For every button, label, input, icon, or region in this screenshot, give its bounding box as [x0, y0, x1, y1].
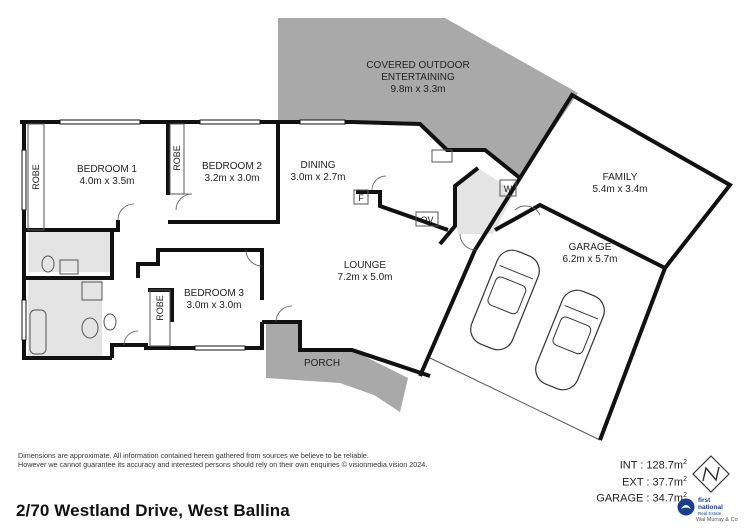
wet-area-ensuite: [28, 232, 112, 272]
area-ext: EXT : 37.7m2: [596, 473, 687, 490]
window: [59, 119, 141, 125]
room-dim-dining: 3.0m x 2.7m: [290, 172, 345, 183]
room-label-bedroom1: BEDROOM 1: [77, 164, 137, 175]
area-ext-value: EXT : 37.7m: [622, 476, 684, 489]
property-address: 2/70 Westland Drive, West Ballina: [16, 501, 290, 520]
area-summary: INT : 128.7m2 EXT : 37.7m2 GARAGE : 34.7…: [596, 456, 687, 506]
wall-south-bath: [110, 322, 264, 358]
garage-door-line: [429, 357, 601, 441]
wet-area-laundry: [452, 168, 515, 234]
logo-line-1: first: [698, 497, 711, 504]
car-icon: [470, 249, 540, 351]
room-dim-covered-outdoor: 9.8m x 3.3m: [390, 84, 445, 95]
room-label-dining: DINING: [301, 160, 336, 171]
wall-bed2-south: [168, 122, 280, 224]
door-swing: [459, 233, 477, 251]
room-label-family: FAMILY: [603, 172, 638, 183]
robe-bed1: [27, 123, 45, 231]
room-dim-bedroom3: 3.0m x 3.0m: [186, 300, 241, 311]
door-swing: [123, 330, 139, 346]
shower: [81, 281, 103, 301]
wet-area-bathroom: [28, 278, 102, 356]
room-dim-garage: 6.2m x 5.7m: [562, 254, 617, 265]
north-compass-icon: [692, 455, 730, 493]
room-dim-family: 5.4m x 3.4m: [592, 184, 647, 195]
door-swing: [371, 175, 387, 191]
fridge-label: F: [358, 193, 364, 203]
window: [199, 119, 261, 125]
oven-box: [415, 211, 439, 227]
area-garage: GARAGE : 34.7m2: [596, 489, 687, 506]
kitchen-sink: [431, 149, 453, 163]
wall-garage-top: [494, 202, 666, 270]
room-label-bedroom2: BEDROOM 2: [202, 161, 262, 172]
wall-kitchen-bench: [356, 190, 449, 232]
robe-label: ROBE: [155, 295, 165, 321]
robe-bed3: [149, 289, 171, 347]
wall-garage-east: [598, 267, 667, 441]
wall-ensuite: [24, 232, 114, 280]
window: [21, 149, 27, 211]
window: [194, 345, 246, 351]
room-dim-bedroom2: 3.2m x 3.0m: [204, 173, 259, 184]
car-icon: [535, 289, 605, 391]
disclaimer-line-1: Dimensions are approximate. All informat…: [18, 451, 369, 460]
room-label-garage: GARAGE: [569, 242, 612, 253]
oven-label: OV: [420, 215, 433, 225]
porch-area: [266, 324, 408, 412]
bathtub: [29, 309, 47, 355]
area-unit: 2: [683, 492, 687, 500]
window: [21, 299, 27, 341]
robe-label: ROBE: [31, 164, 41, 190]
toilet: [103, 313, 117, 331]
room-label-lounge: LOUNGE: [344, 260, 387, 271]
door-swing: [117, 203, 135, 221]
door-swing: [514, 205, 541, 216]
logo-line-2: national: [698, 503, 723, 511]
room-label-covered-outdoor: COVERED OUTDOOR: [366, 60, 469, 71]
disclaimer: Dimensions are approximate. All informat…: [18, 451, 427, 469]
area-unit: 2: [683, 459, 687, 466]
wall-bed1-south: [24, 220, 120, 232]
door-swing: [175, 193, 193, 211]
room-label-covered-outdoor-2: ENTERTAINING: [381, 72, 455, 83]
area-int-value: INT : 128.7m: [619, 459, 684, 472]
window: [299, 119, 346, 125]
toilet: [41, 255, 55, 273]
room-dim-lounge: 7.2m x 5.0m: [337, 272, 392, 283]
agency-branch: Wal Murray & Co: [696, 517, 738, 523]
wall-family-top: [518, 92, 734, 270]
room-label-porch: PORCH: [304, 358, 340, 369]
wall-bed3: [136, 248, 264, 300]
area-unit: 2: [683, 475, 687, 483]
agency-logo-icon: [677, 498, 695, 516]
room-label-bedroom3: BEDROOM 3: [184, 288, 244, 299]
robe-label: ROBE: [172, 145, 182, 171]
door-swing: [245, 249, 263, 267]
agency-logo-text: first national Real Estate: [698, 497, 723, 518]
agency-logo: first national Real Estate Wal Murray & …: [676, 497, 746, 527]
fridge-box: [353, 189, 369, 205]
door-swing: [275, 305, 293, 323]
vanity: [59, 259, 79, 275]
area-int: INT : 128.7m2: [596, 456, 687, 473]
wall-kitchen-laundry: [438, 166, 480, 246]
logo-line-3: Real Estate: [698, 511, 722, 516]
washer-label: W: [504, 184, 513, 194]
room-dim-bedroom1: 4.0m x 3.5m: [79, 176, 134, 187]
covered-outdoor-area: [278, 18, 578, 178]
wall-lounge-south: [262, 320, 431, 378]
wall-main-west: [20, 120, 522, 180]
area-garage-value: GARAGE : 34.7m: [596, 492, 684, 505]
washer-box: [499, 179, 517, 197]
basin: [81, 317, 99, 339]
disclaimer-line-2: However we cannot guarantee its accuracy…: [18, 460, 428, 469]
